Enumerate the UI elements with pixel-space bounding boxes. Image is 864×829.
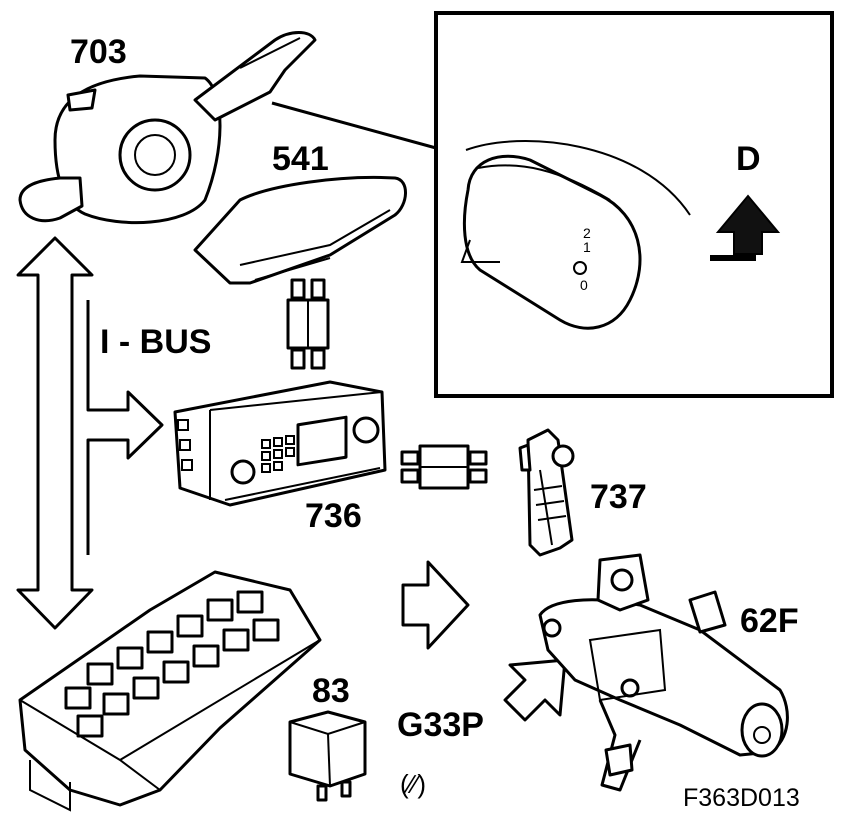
connector-736-737: [400, 444, 488, 490]
label-736: 736: [305, 497, 362, 535]
up-arrow-icon: [710, 194, 781, 261]
detail-scale-0: 0: [580, 277, 588, 293]
detail-inset: 2 1 0 D: [271, 11, 834, 398]
ground-symbol: (∕∕): [400, 769, 426, 799]
detail-arrow-label: D: [736, 140, 761, 178]
ibus-arrows: [16, 236, 164, 630]
detail-scale-2: 2: [583, 225, 591, 241]
detail-scale-1: 1: [583, 239, 591, 255]
label-737: 737: [590, 478, 647, 516]
fuse-box: [18, 570, 322, 812]
relay-83: [288, 710, 367, 802]
sensor-541: [193, 176, 407, 285]
flow-arrow-diagonal: [503, 658, 567, 722]
label-g33p: G33P: [397, 706, 484, 744]
stalk-tip-detail: 2 1 0: [460, 140, 691, 330]
stalk-switch-703: [18, 31, 317, 225]
control-module-736: [173, 380, 387, 507]
wiper-motor-62F: [538, 553, 789, 792]
label-541: 541: [272, 140, 329, 178]
figure-id: F363D013: [683, 784, 800, 812]
label-703: 703: [70, 33, 127, 71]
flow-arrow-right: [401, 560, 470, 650]
label-ibus: I - BUS: [100, 323, 211, 361]
label-83: 83: [312, 672, 350, 710]
connector-541-736: [286, 278, 330, 370]
label-62F: 62F: [740, 602, 799, 640]
relay-unit-737: [518, 428, 575, 557]
